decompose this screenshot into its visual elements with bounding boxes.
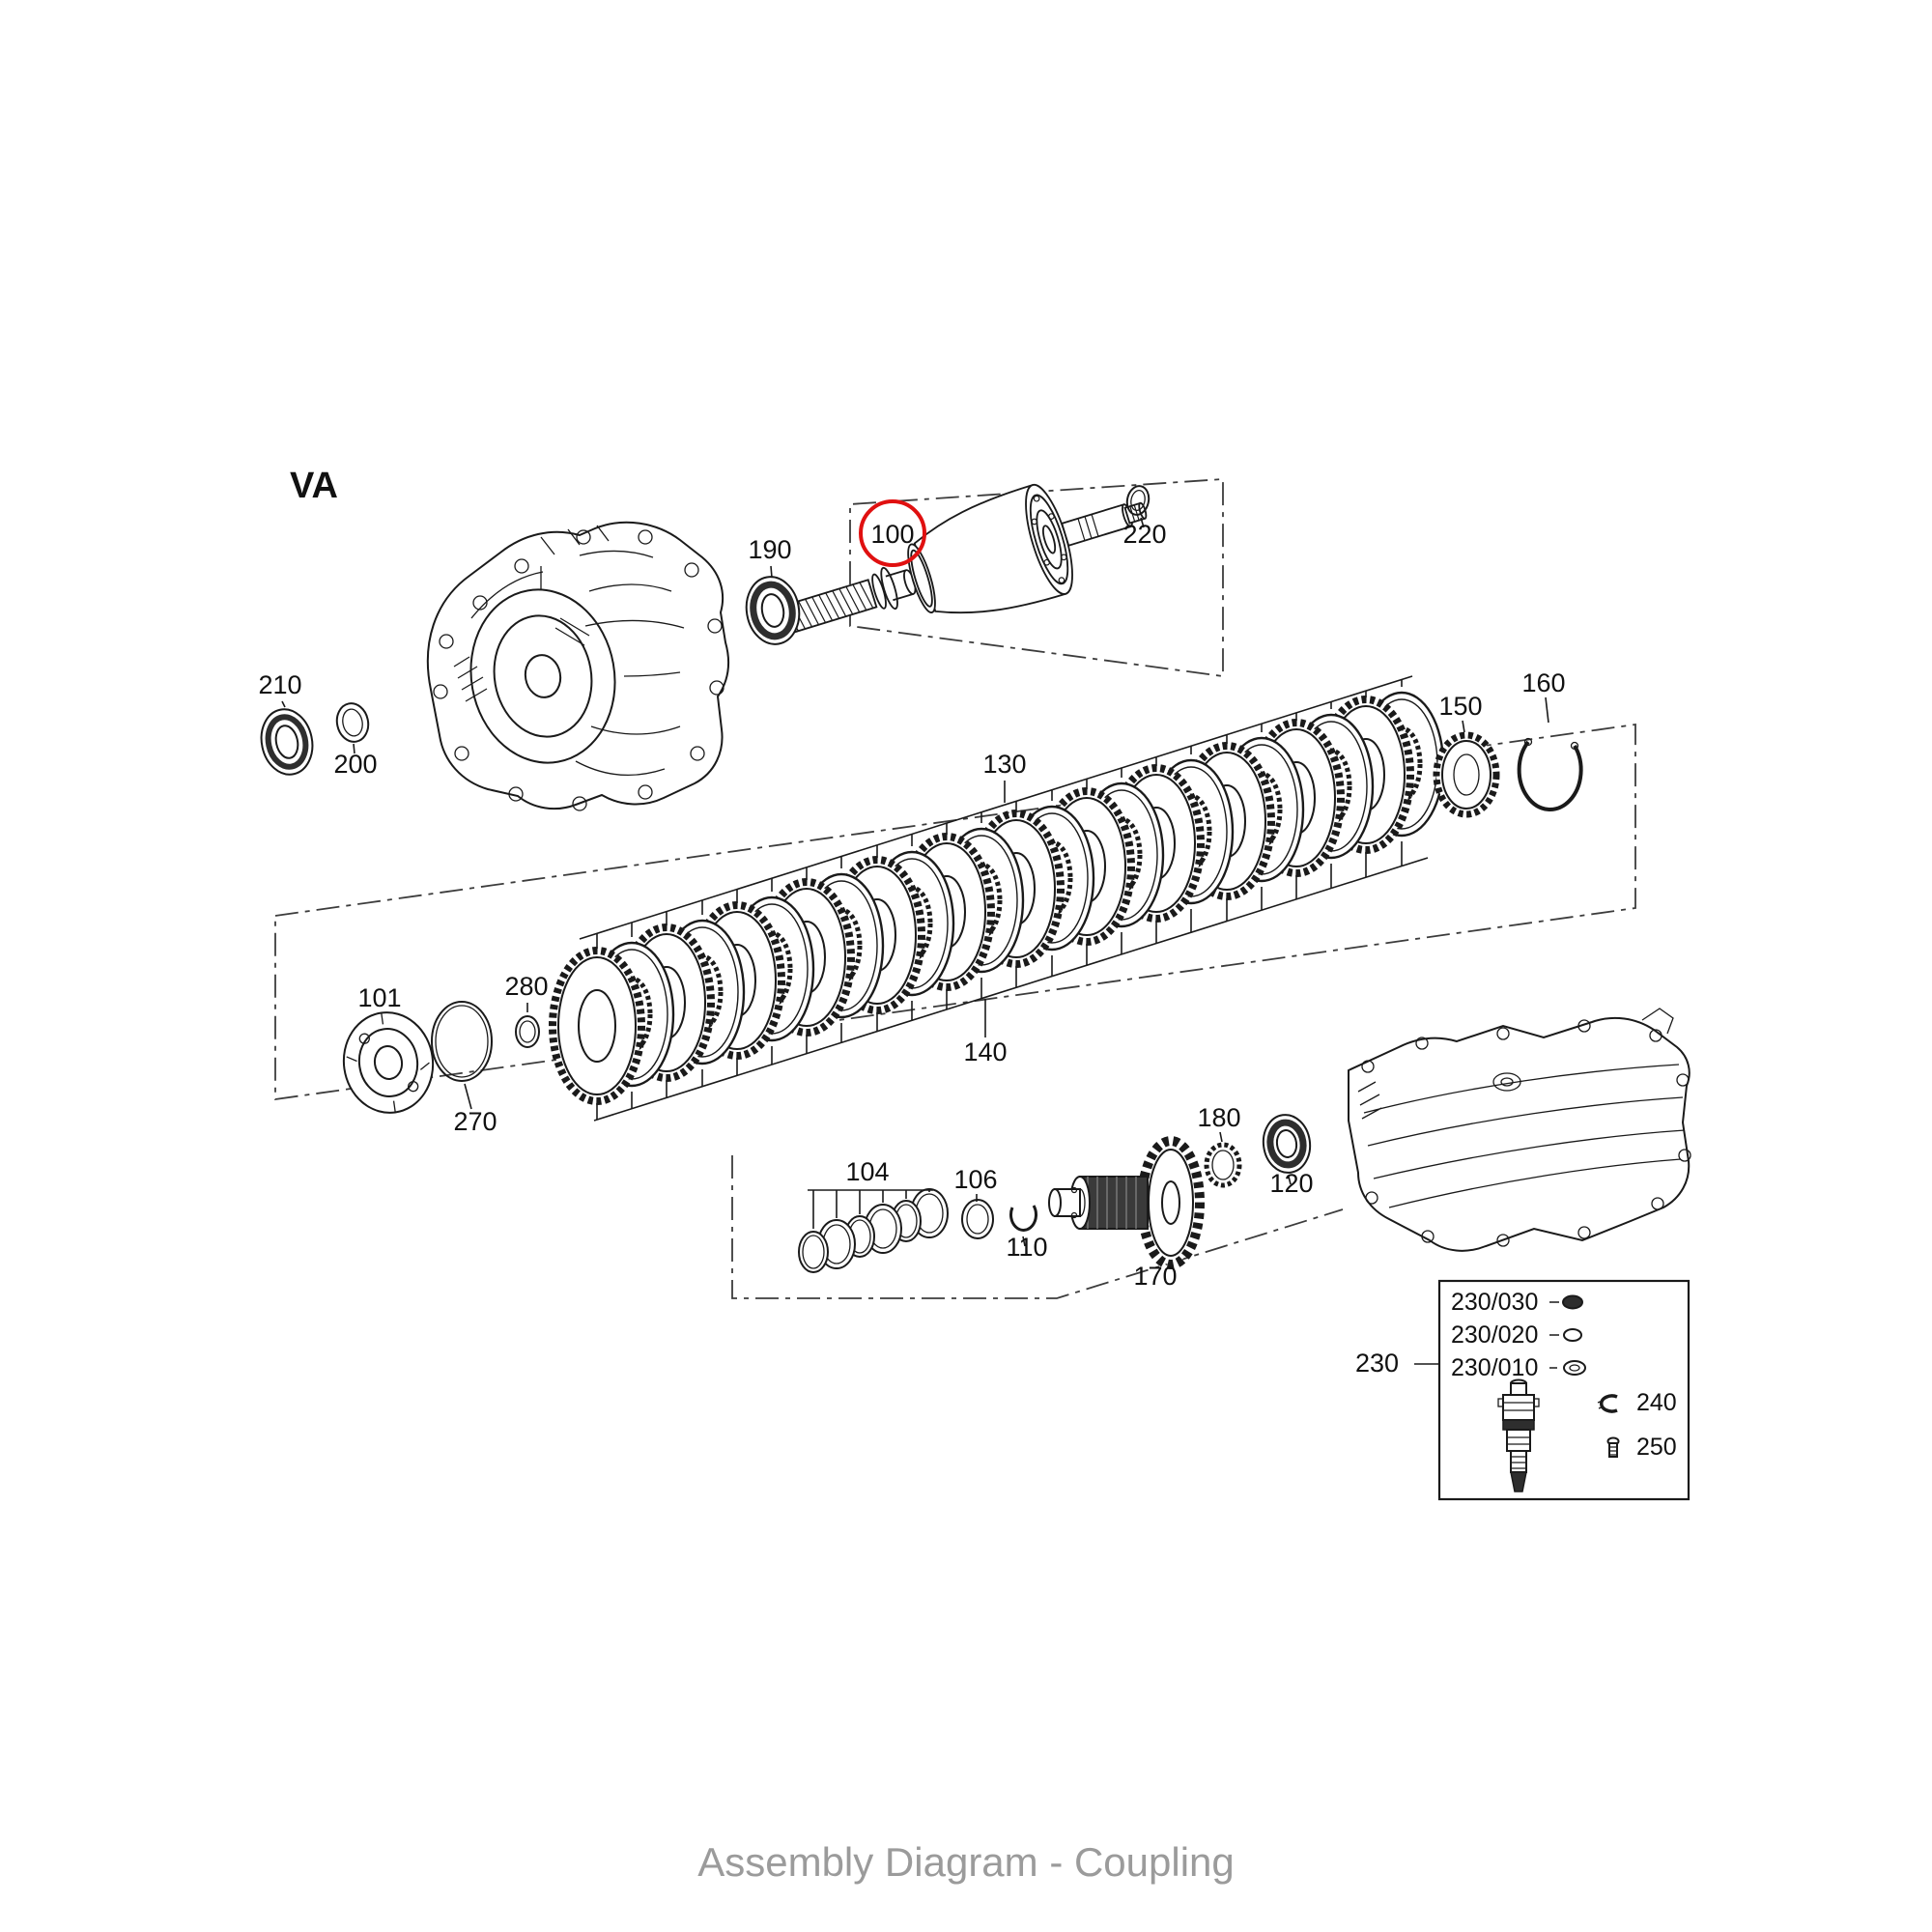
valve-callout-box (1414, 1279, 1690, 1501)
part-label-180[interactable]: 180 (1197, 1103, 1240, 1132)
solenoid-valve-drawing (1497, 1378, 1540, 1492)
part-label-170[interactable]: 170 (1133, 1262, 1177, 1291)
part-label-160[interactable]: 160 (1521, 668, 1565, 697)
callout-comb-130 (579, 675, 1413, 949)
leader-160 (1545, 696, 1549, 724)
seal-190-drawing (745, 576, 801, 645)
leader-150 (1462, 720, 1465, 733)
right-housing-drawing (1348, 1008, 1691, 1252)
part-label-250[interactable]: 250 (1636, 1434, 1677, 1461)
part-label-270[interactable]: 270 (453, 1107, 497, 1136)
leader-270 (464, 1083, 472, 1110)
leader-190 (770, 565, 773, 579)
part-label-220[interactable]: 220 (1122, 520, 1166, 549)
part-label-200[interactable]: 200 (333, 750, 377, 779)
screw-250-drawing (1606, 1436, 1620, 1458)
shim-group-104-drawing (798, 1188, 949, 1273)
highlight-circle-100 (859, 499, 926, 567)
ring-180-drawing (1204, 1142, 1242, 1188)
part-label-130[interactable]: 130 (982, 750, 1026, 779)
part-label-210[interactable]: 210 (258, 670, 301, 699)
part-label-280[interactable]: 280 (504, 972, 548, 1001)
leader-200 (353, 743, 355, 754)
ring-106-drawing (961, 1199, 994, 1239)
clip-240-drawing (1597, 1394, 1618, 1413)
shaft-drum-assembly-drawing (773, 483, 1148, 635)
part-label-230-020[interactable]: 230/020 (1451, 1321, 1538, 1349)
leader-210 (281, 700, 286, 708)
leader-220 (1140, 517, 1145, 528)
disc-150-drawing (1433, 731, 1500, 818)
ring-200-drawing (335, 702, 370, 743)
variant-label: VA (290, 466, 338, 506)
part-label-230-030[interactable]: 230/030 (1451, 1289, 1538, 1316)
part-label-190[interactable]: 190 (748, 535, 791, 564)
part-label-106[interactable]: 106 (953, 1165, 997, 1194)
leader-180 (1219, 1131, 1223, 1143)
ring-280-drawing (515, 1015, 540, 1048)
ring-220-drawing (1125, 485, 1151, 516)
seal-210-drawing (260, 708, 314, 776)
part-label-110[interactable]: 110 (1006, 1233, 1047, 1262)
hub-101-drawing (342, 1011, 435, 1114)
ring-270-drawing (431, 1001, 493, 1082)
part-label-240[interactable]: 240 (1636, 1389, 1677, 1416)
part-label-150[interactable]: 150 (1438, 692, 1482, 721)
left-housing-drawing (426, 521, 730, 811)
part-label-101[interactable]: 101 (357, 983, 401, 1012)
callout-comb-140 (593, 841, 1429, 1122)
part-label-230-010[interactable]: 230/010 (1451, 1354, 1538, 1381)
snap-ring-160-drawing (1517, 737, 1583, 811)
diagram-caption: Assembly Diagram - Coupling (697, 1839, 1235, 1885)
part-label-104[interactable]: 104 (845, 1157, 889, 1186)
part-label-120[interactable]: 120 (1269, 1169, 1313, 1198)
gear-170-drawing (1048, 1136, 1205, 1269)
leader-110 (1022, 1236, 1026, 1247)
leader-120 (1288, 1176, 1292, 1185)
part-label-100[interactable]: 100 (870, 520, 914, 549)
part-label-230[interactable]: 230 (1355, 1349, 1399, 1378)
bearing-120-drawing (1262, 1114, 1312, 1174)
snap-ring-110-drawing (1009, 1205, 1038, 1232)
part-label-140[interactable]: 140 (963, 1037, 1007, 1066)
